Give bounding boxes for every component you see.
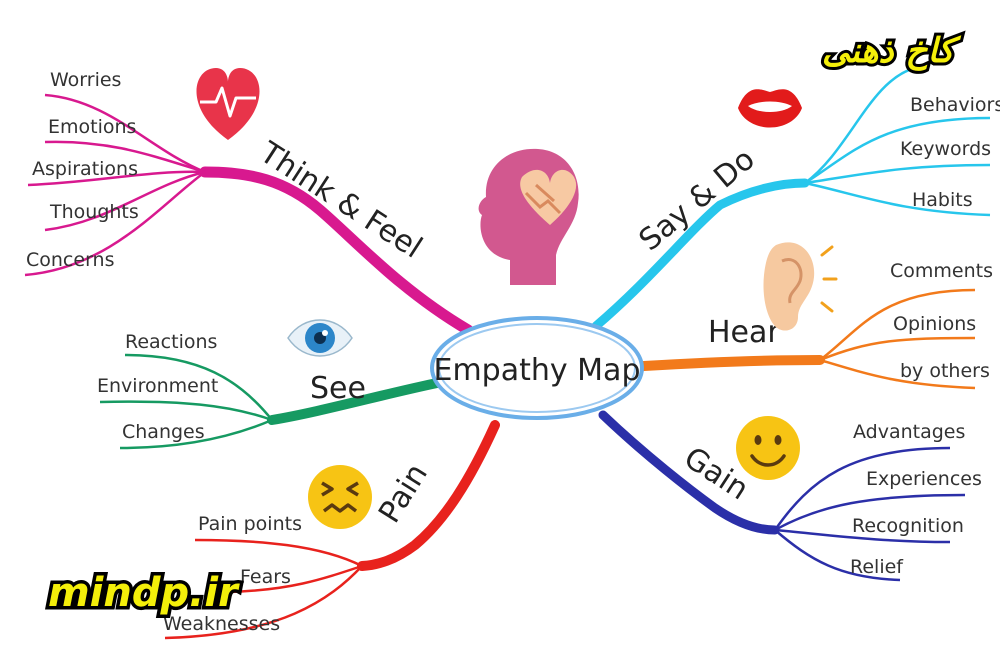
gain-item-recognition: Recognition xyxy=(852,515,964,537)
pain-leaf-lines xyxy=(164,538,363,640)
see-leaf-lines xyxy=(99,353,273,450)
think-item-thoughts: Thoughts xyxy=(49,201,139,223)
brand-watermark-bottom-left: mindp.ir xyxy=(45,567,244,620)
hear-item-by-others: by others xyxy=(900,360,990,382)
think-item-emotions: Emotions xyxy=(48,116,136,138)
branch-say-trunk xyxy=(591,178,810,331)
say-item-habits: Habits xyxy=(912,189,973,211)
brand-text-top-right: کاخ ذهنی xyxy=(822,31,962,71)
hear-leaf-lines xyxy=(819,288,976,390)
branch-think-trunk xyxy=(199,166,474,336)
ear-icon xyxy=(763,242,838,331)
gain-leaf-lines xyxy=(773,446,966,582)
say-item-behaviors: Behaviors xyxy=(910,94,1000,116)
hear-item-opinions: Opinions xyxy=(893,313,976,335)
branch-see-label: See xyxy=(310,371,366,406)
brand-watermark-top-right: کاخ ذهنی xyxy=(819,28,965,74)
branch-say-label: Say & Do xyxy=(633,142,762,258)
gain-item-relief: Relief xyxy=(850,556,904,578)
branch-see-trunk xyxy=(267,378,442,425)
angry-face-icon xyxy=(308,465,372,529)
brand-text-bottom-left: mindp.ir xyxy=(48,570,240,616)
gain-item-advantages: Advantages xyxy=(853,421,965,443)
center-node: Empathy Map xyxy=(430,316,644,420)
think-item-concerns: Concerns xyxy=(26,249,115,271)
think-item-aspirations: Aspirations xyxy=(32,158,138,180)
branch-gain-trunk xyxy=(598,410,780,535)
hear-item-comments: Comments xyxy=(890,260,993,282)
think-item-worries: Worries xyxy=(50,69,121,91)
say-item-keywords: Keywords xyxy=(900,138,991,160)
pain-item-fears: Fears xyxy=(240,566,291,588)
heart-icon xyxy=(196,68,260,140)
branch-hear-trunk xyxy=(639,355,825,371)
say-leaf-lines xyxy=(804,66,991,217)
branch-pain-label: Pain xyxy=(372,458,435,530)
branch-pain-trunk xyxy=(357,420,500,571)
mouth-icon xyxy=(738,89,802,128)
head-handshake-icon xyxy=(478,148,579,285)
eye-icon xyxy=(287,319,353,357)
pain-item-pain-points: Pain points xyxy=(198,513,302,535)
center-label: Empathy Map xyxy=(434,353,641,388)
branch-think-label: Think & Feel xyxy=(253,135,428,266)
smiley-icon xyxy=(736,416,800,480)
pain-item-weaknesses: Weaknesses xyxy=(163,613,280,635)
see-item-environment: Environment xyxy=(97,375,218,397)
see-item-changes: Changes xyxy=(122,421,205,443)
see-item-reactions: Reactions xyxy=(125,331,217,353)
think-leaf-lines xyxy=(24,93,206,277)
gain-item-experiences: Experiences xyxy=(866,468,982,490)
branch-hear-label: Hear xyxy=(708,315,780,350)
